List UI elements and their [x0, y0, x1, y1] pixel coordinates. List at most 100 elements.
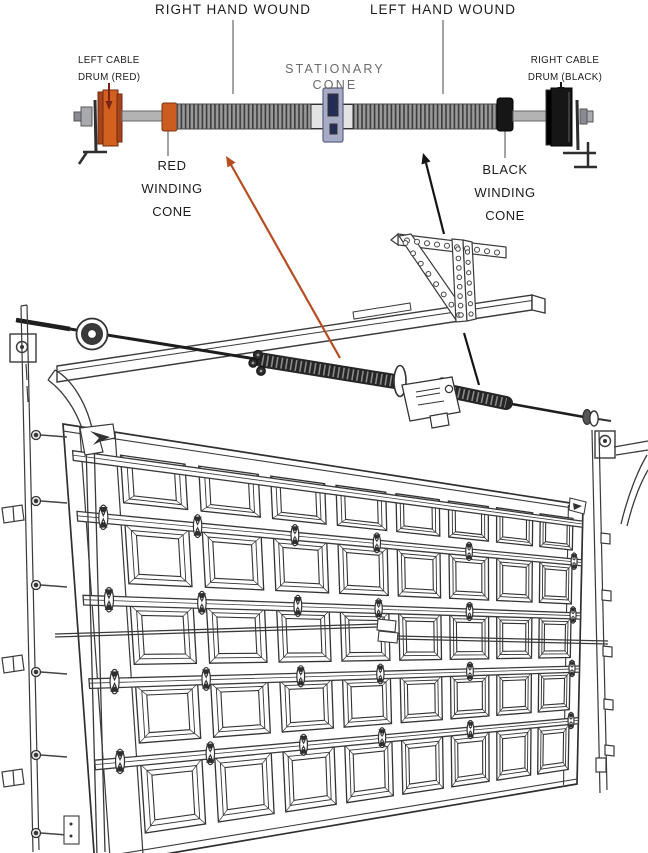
right-bearing-bracket — [563, 99, 597, 169]
panel-bevel — [384, 787, 394, 796]
door-hinge — [103, 586, 115, 613]
left-bearing-bracket — [73, 99, 107, 165]
foreground-hardware — [1, 304, 648, 853]
panel-bevel — [396, 548, 405, 558]
panel-bevel — [273, 537, 284, 548]
arrow-to-left-hand-wound — [421, 153, 481, 386]
door-left-stile — [114, 432, 144, 853]
door-panel — [399, 675, 443, 724]
panel-bevel — [481, 592, 489, 601]
door-panel — [140, 758, 207, 834]
panel-bevel — [537, 765, 544, 775]
panel-bevel — [450, 651, 458, 660]
panel-bevel — [316, 515, 327, 525]
panel-bevel — [450, 710, 458, 720]
right-drum-pointer-arrow — [557, 82, 565, 95]
panel-bevel — [433, 589, 441, 599]
lag-screw — [30, 827, 68, 839]
panel-bevel — [278, 652, 288, 663]
door-hinge — [114, 748, 126, 775]
panel-bevel — [432, 528, 441, 537]
panel-bevel — [496, 730, 503, 739]
panel-bevel — [285, 800, 295, 813]
panel-bevel — [263, 804, 275, 814]
torsion-shaft-left — [121, 110, 164, 122]
strut-mid-line — [72, 454, 583, 525]
panel-bevel — [563, 703, 570, 710]
reinforcing-strut — [82, 594, 582, 620]
door-panel — [276, 608, 332, 663]
panel-bevel — [377, 522, 387, 531]
panel-bevel — [337, 543, 347, 553]
panel-bevel — [253, 580, 264, 591]
panel-bevel — [383, 715, 392, 724]
panel-bevel — [449, 590, 457, 599]
panel-bevel — [218, 809, 228, 823]
panel-bevel — [400, 714, 409, 723]
strut-mid-line — [89, 668, 580, 684]
jamb-clip-brackets — [1, 504, 25, 788]
panel-bevel — [436, 780, 444, 789]
panel-bevel — [282, 750, 293, 761]
support-rod — [54, 618, 609, 645]
door-hinge — [465, 541, 474, 562]
panel-bevel — [482, 731, 490, 741]
stationary-cone — [322, 87, 344, 143]
door-hinge — [299, 733, 309, 756]
panel-bevel — [401, 739, 410, 749]
door-hinge — [98, 504, 109, 531]
door-panel — [279, 678, 335, 733]
lag-screw — [30, 579, 68, 591]
torsion-shaft — [15, 317, 71, 332]
perforated-hanger-bracket — [390, 232, 507, 323]
panel-bevel — [205, 578, 216, 588]
label-right-cable-drum: RIGHT CABLE DRUM (BLACK) — [527, 55, 603, 84]
door-hinge — [205, 741, 216, 766]
panel-bevel — [202, 531, 214, 542]
door-hinge — [466, 719, 475, 740]
door-panel — [496, 556, 533, 603]
door-panel — [537, 723, 570, 775]
flag-bracket-right — [594, 430, 616, 459]
door-panel — [449, 673, 490, 720]
panel-bevel — [339, 585, 348, 594]
panel-bevel — [448, 553, 457, 562]
panel-bevel — [565, 596, 572, 605]
panel-bevel — [214, 757, 226, 768]
panel-bevel — [194, 814, 206, 825]
vertical-track-left — [85, 443, 98, 853]
door-hinge — [290, 524, 300, 547]
door-panel — [344, 740, 394, 804]
panel-bevel — [261, 752, 272, 764]
panel-bevel — [189, 729, 201, 739]
black-winding-cone — [496, 97, 514, 132]
left-jamb-angle — [20, 304, 40, 853]
door-hinge — [197, 590, 207, 615]
door-hinge — [567, 711, 575, 730]
panel-bevel — [321, 652, 332, 662]
panel-bevel — [324, 720, 334, 729]
label-stationary-cone: STATIONARY CONE — [285, 62, 385, 93]
panel-bevel — [180, 576, 193, 587]
torsion-shaft-right — [512, 110, 548, 122]
door-panel — [337, 542, 389, 597]
panel-bevel — [496, 651, 503, 659]
label-left-hand-wound: LEFT HAND WOUND — [369, 2, 517, 17]
panel-bevel — [346, 791, 355, 803]
spring-gap-right — [342, 104, 354, 129]
panel-bevel — [213, 727, 224, 738]
door-panel — [341, 676, 393, 728]
panel-bevel — [145, 819, 156, 834]
spring-anchor-bracket — [393, 364, 461, 429]
panel-bevel — [399, 651, 407, 661]
panel-bevel — [381, 652, 391, 661]
door-panel — [538, 560, 573, 605]
panel-bevel — [564, 650, 571, 658]
right-jamb — [591, 429, 615, 794]
panel-bevel — [482, 709, 490, 717]
strut-mid-line — [77, 515, 582, 563]
lag-screw — [30, 495, 68, 507]
panel-bevel — [451, 777, 459, 788]
door-panel — [134, 682, 202, 744]
door-panel — [205, 606, 268, 664]
